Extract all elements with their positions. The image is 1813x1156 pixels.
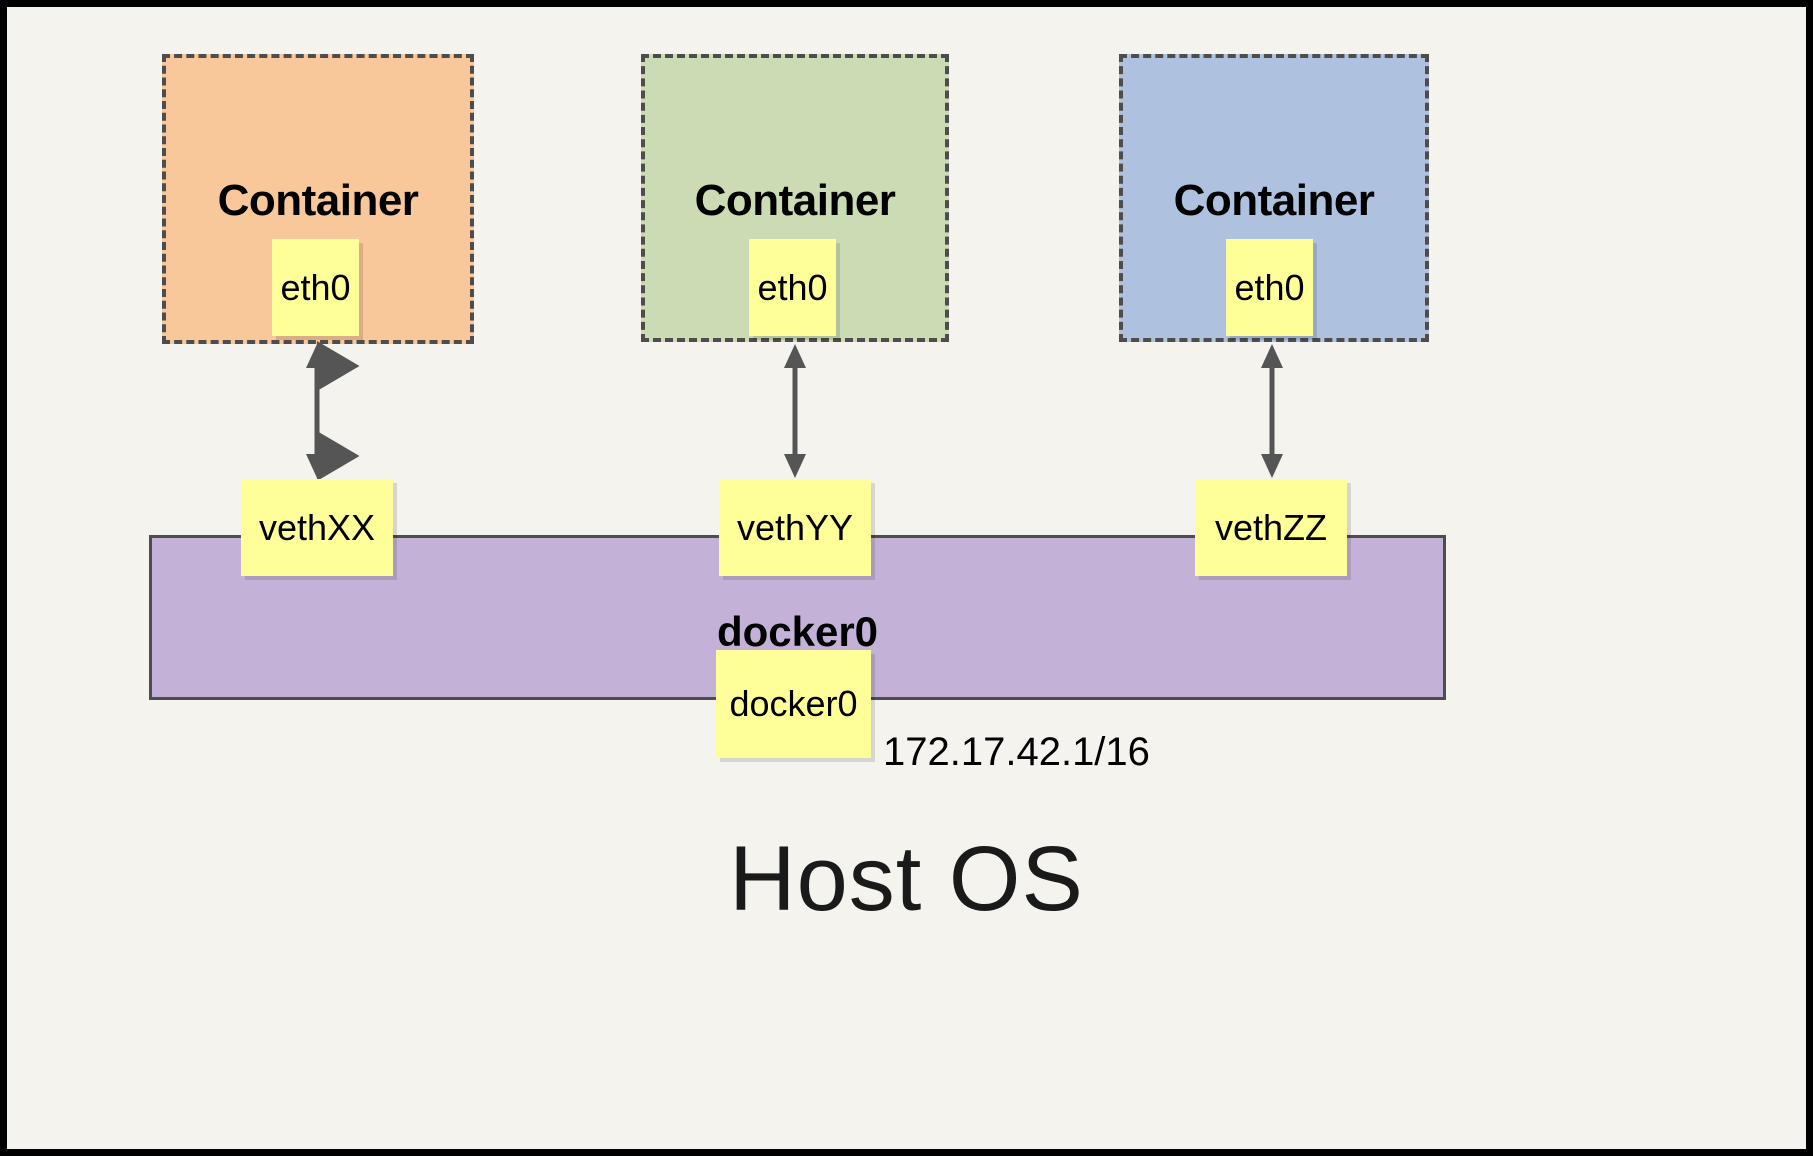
container-eth0-box-1[interactable]: eth0 (272, 239, 359, 336)
arrow-eth0-to-vethxx (306, 341, 360, 481)
container-title-1: Container (217, 176, 419, 225)
container-eth0-label-1: eth0 (280, 266, 351, 308)
container-eth0-box-2[interactable]: eth0 (749, 239, 836, 336)
veth-label-1: vethXX (258, 506, 376, 548)
container-eth0-label-2: eth0 (757, 266, 828, 308)
arrow-eth0-to-vethyy (784, 344, 806, 478)
docker0-interface-label: docker0 (729, 683, 858, 724)
veth-box-3[interactable]: vethZZ (1195, 479, 1347, 576)
container-eth0-label-3: eth0 (1234, 266, 1305, 308)
host-os-label: Host OS (729, 828, 1084, 930)
container-eth0-box-3[interactable]: eth0 (1226, 239, 1313, 336)
veth-label-3: vethZZ (1214, 506, 1328, 548)
container-title-3: Container (1173, 176, 1375, 225)
container-title-2: Container (694, 176, 896, 225)
docker0-bridge-title: docker0 (716, 608, 879, 655)
veth-box-2[interactable]: vethYY (719, 479, 871, 576)
veth-box-1[interactable]: vethXX (241, 479, 393, 576)
veth-label-2: vethYY (736, 506, 854, 548)
docker0-ip-label: 172.17.42.1/16 (883, 730, 1150, 774)
arrow-eth0-to-vethzz (1261, 344, 1283, 478)
docker0-interface-box[interactable]: docker0 (716, 650, 871, 758)
